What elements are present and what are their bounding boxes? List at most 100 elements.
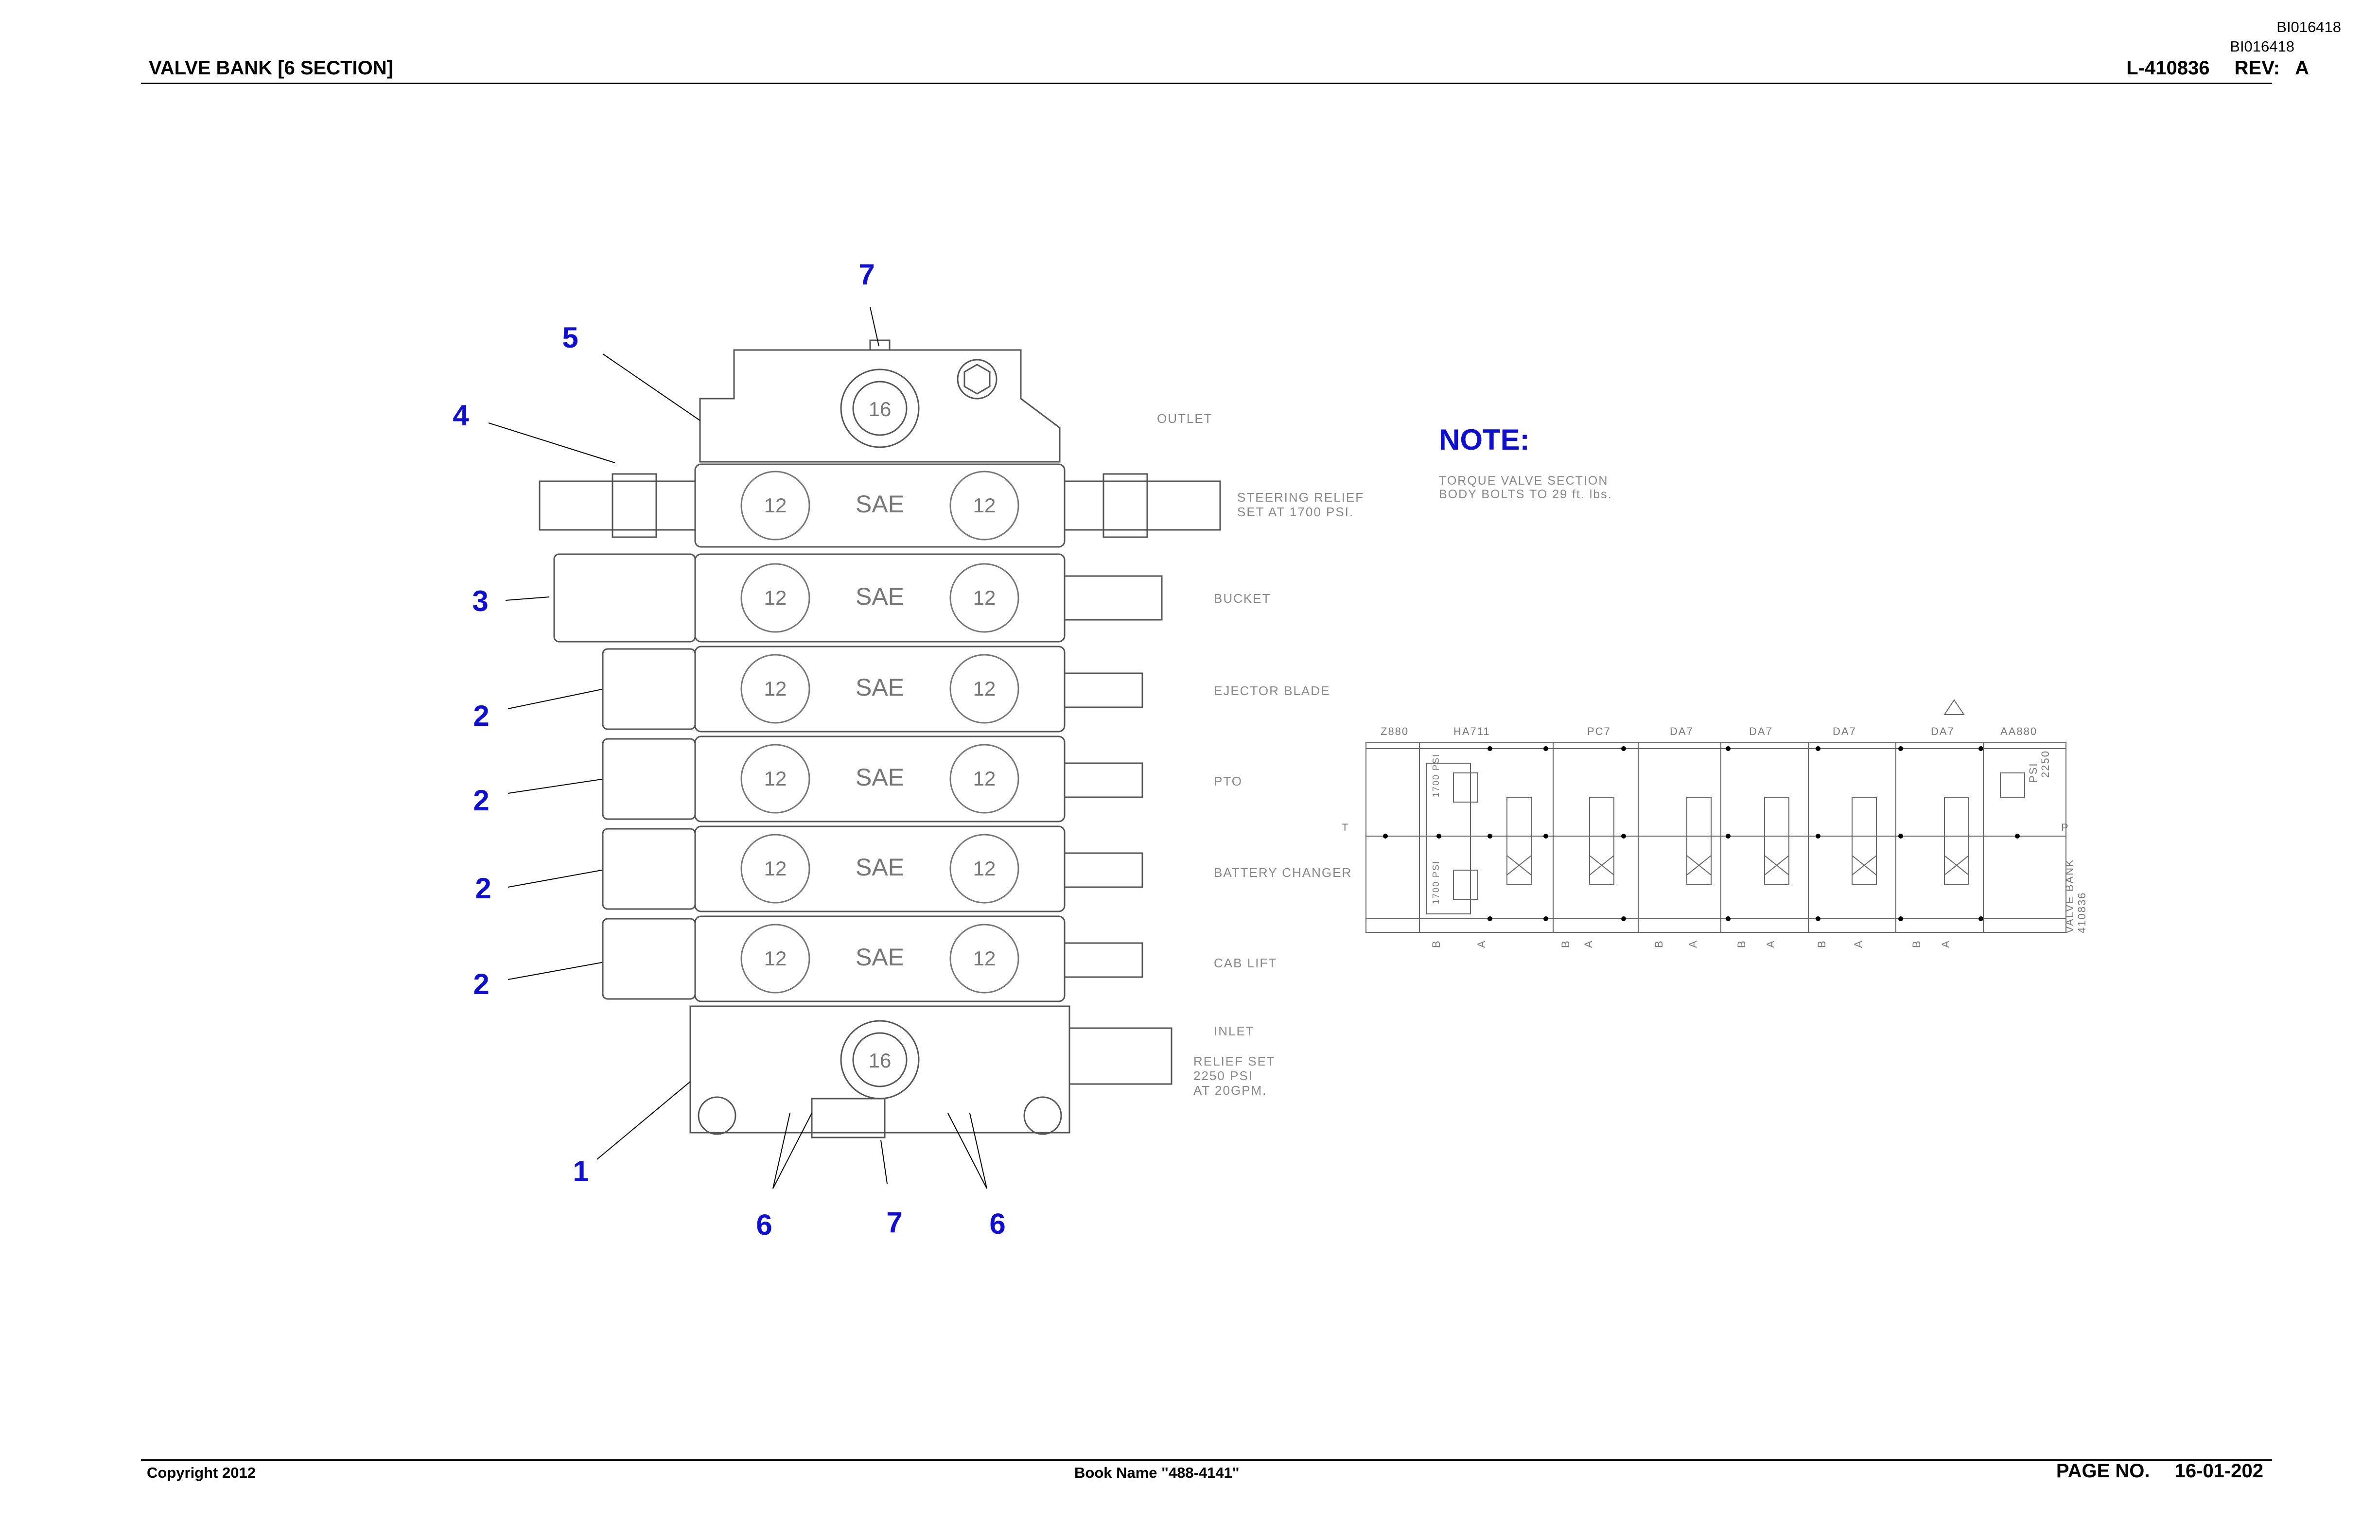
outlet-top-fitting (869, 339, 891, 351)
schematic-header: DA7 (1931, 725, 1955, 737)
callout-6-left: 6 (756, 1208, 772, 1241)
label-battery: BATTERY CHANGER (1214, 865, 1352, 880)
outlet-port-boss (840, 368, 920, 448)
ejector-spool-end (1064, 672, 1143, 708)
label-outlet: OUTLET (1157, 411, 1213, 426)
schematic-ab-label: A (1852, 940, 1864, 948)
port-size: 12 (973, 677, 996, 700)
footer-rule (141, 1459, 2272, 1461)
steering-relief-right (1064, 480, 1221, 531)
callout-1: 1 (573, 1155, 589, 1188)
note-line-1: TORQUE VALVE SECTION (1439, 474, 1609, 488)
battery-spool-end (1064, 852, 1143, 888)
inlet-bolt-left (698, 1096, 736, 1135)
sae-mark: SAE (856, 583, 904, 610)
inlet-end-cover (689, 1005, 1070, 1134)
ejector-cap (602, 648, 696, 730)
label-ejector: EJECTOR BLADE (1214, 683, 1330, 698)
outlet-port-ring (852, 381, 908, 436)
label-cab: CAB LIFT (1214, 956, 1277, 970)
note-body: TORQUE VALVE SECTION BODY BOLTS TO 29 ft… (1439, 474, 1612, 501)
steering-relief-right-nut (1102, 473, 1148, 538)
callout-2: 2 (475, 872, 491, 905)
port-size: 12 (973, 767, 996, 790)
port-size: 12 (764, 947, 787, 970)
document-id-sub: BI016418 (2230, 38, 2294, 55)
label-inlet: INLET (1214, 1024, 1255, 1038)
inlet-bottom-fitting (811, 1098, 886, 1138)
part-number: L-410836 (2126, 57, 2210, 79)
port-size: 12 (973, 494, 996, 517)
port-size: 12 (764, 494, 787, 517)
page-number-block: PAGE NO. 16-01-202 (2037, 1460, 2263, 1482)
schematic-ab-label: B (1559, 940, 1572, 948)
schematic-header: HA711 (1453, 725, 1490, 737)
schematic-ab-label: B (1816, 940, 1828, 948)
sae-mark: SAE (856, 674, 904, 701)
outlet-end-cover (699, 349, 1061, 463)
outlet-port-size: 16 (869, 398, 892, 420)
note-line-2: BODY BOLTS TO 29 ft. lbs. (1439, 488, 1612, 501)
schematic-ab-label: A (1940, 940, 1952, 948)
port-size: 12 (764, 677, 787, 700)
schematic-t-port: T (1342, 822, 1349, 834)
port-size: 12 (973, 947, 996, 970)
hydraulic-schematic (1365, 699, 2066, 933)
schematic-ab-label: B (1653, 940, 1665, 948)
label-pto: PTO (1214, 774, 1242, 788)
schematic-header: PC7 (1587, 725, 1611, 737)
schematic-ab-label: B (1910, 940, 1923, 948)
callout-2: 2 (473, 968, 489, 1000)
schematic-ab-label: B (1430, 940, 1442, 948)
pto-spool-end (1064, 762, 1143, 798)
bucket-solenoid (553, 553, 696, 643)
header-rule (141, 83, 2272, 84)
schematic-header: DA7 (1670, 725, 1694, 737)
callout-2: 2 (473, 700, 489, 732)
sae-mark: SAE (856, 764, 904, 791)
port-size: 12 (973, 857, 996, 880)
callout-6-right: 6 (989, 1208, 1005, 1240)
battery-cap (602, 828, 696, 910)
callout-4: 4 (453, 399, 469, 432)
schematic-relief-tag: 1700 PSI (1431, 753, 1441, 797)
cab-spool-end (1064, 942, 1143, 978)
inlet-bolt-right (1023, 1096, 1062, 1135)
schematic-bank-no: 410836 (2076, 892, 2088, 933)
document-id-top: BI016418 (2276, 18, 2341, 35)
rev-value: A (2295, 57, 2309, 79)
note-title: NOTE: (1439, 423, 1530, 456)
callout-3: 3 (472, 585, 488, 617)
bucket-spool-end (1064, 575, 1163, 621)
label-relief-1: RELIEF SET (1193, 1054, 1276, 1068)
book-name: Book Name "488-4141" (1074, 1464, 1240, 1481)
outlet-bolt-hex (963, 364, 991, 395)
port-size: 12 (764, 767, 787, 790)
sae-mark: SAE (856, 944, 904, 971)
schematic-bank-label: VALVE BANK (2064, 858, 2076, 933)
outlet-bolt-boss (957, 359, 998, 400)
schematic-header: DA7 (1749, 725, 1773, 737)
port-size: 12 (973, 586, 996, 609)
port-size: 12 (764, 586, 787, 609)
inlet-relief-valve (1068, 1027, 1172, 1085)
callout-5: 5 (562, 321, 578, 354)
copyright: Copyright 2012 (147, 1464, 256, 1481)
schematic-p-port: P (2061, 822, 2069, 834)
callout-7-bottom: 7 (886, 1206, 902, 1239)
label-steering-1: STEERING RELIEF (1237, 490, 1364, 505)
page-title: VALVE BANK [6 SECTION] (149, 57, 393, 79)
rev-label: REV: (2234, 57, 2280, 79)
schematic-ab-label: A (1475, 940, 1488, 948)
steering-relief-left-nut (612, 473, 657, 538)
schematic-ab-label: A (1582, 940, 1594, 948)
part-number-block: L-410836 REV: A (2107, 57, 2309, 79)
schematic-ab-label: B (1735, 940, 1748, 948)
pto-cap (602, 738, 696, 820)
schematic-header: DA7 (1833, 725, 1856, 737)
callout-2: 2 (473, 784, 489, 817)
inlet-port-ring (852, 1032, 908, 1087)
schematic-ab-label: A (1765, 940, 1777, 948)
label-relief-3: AT 20GPM. (1193, 1083, 1267, 1098)
